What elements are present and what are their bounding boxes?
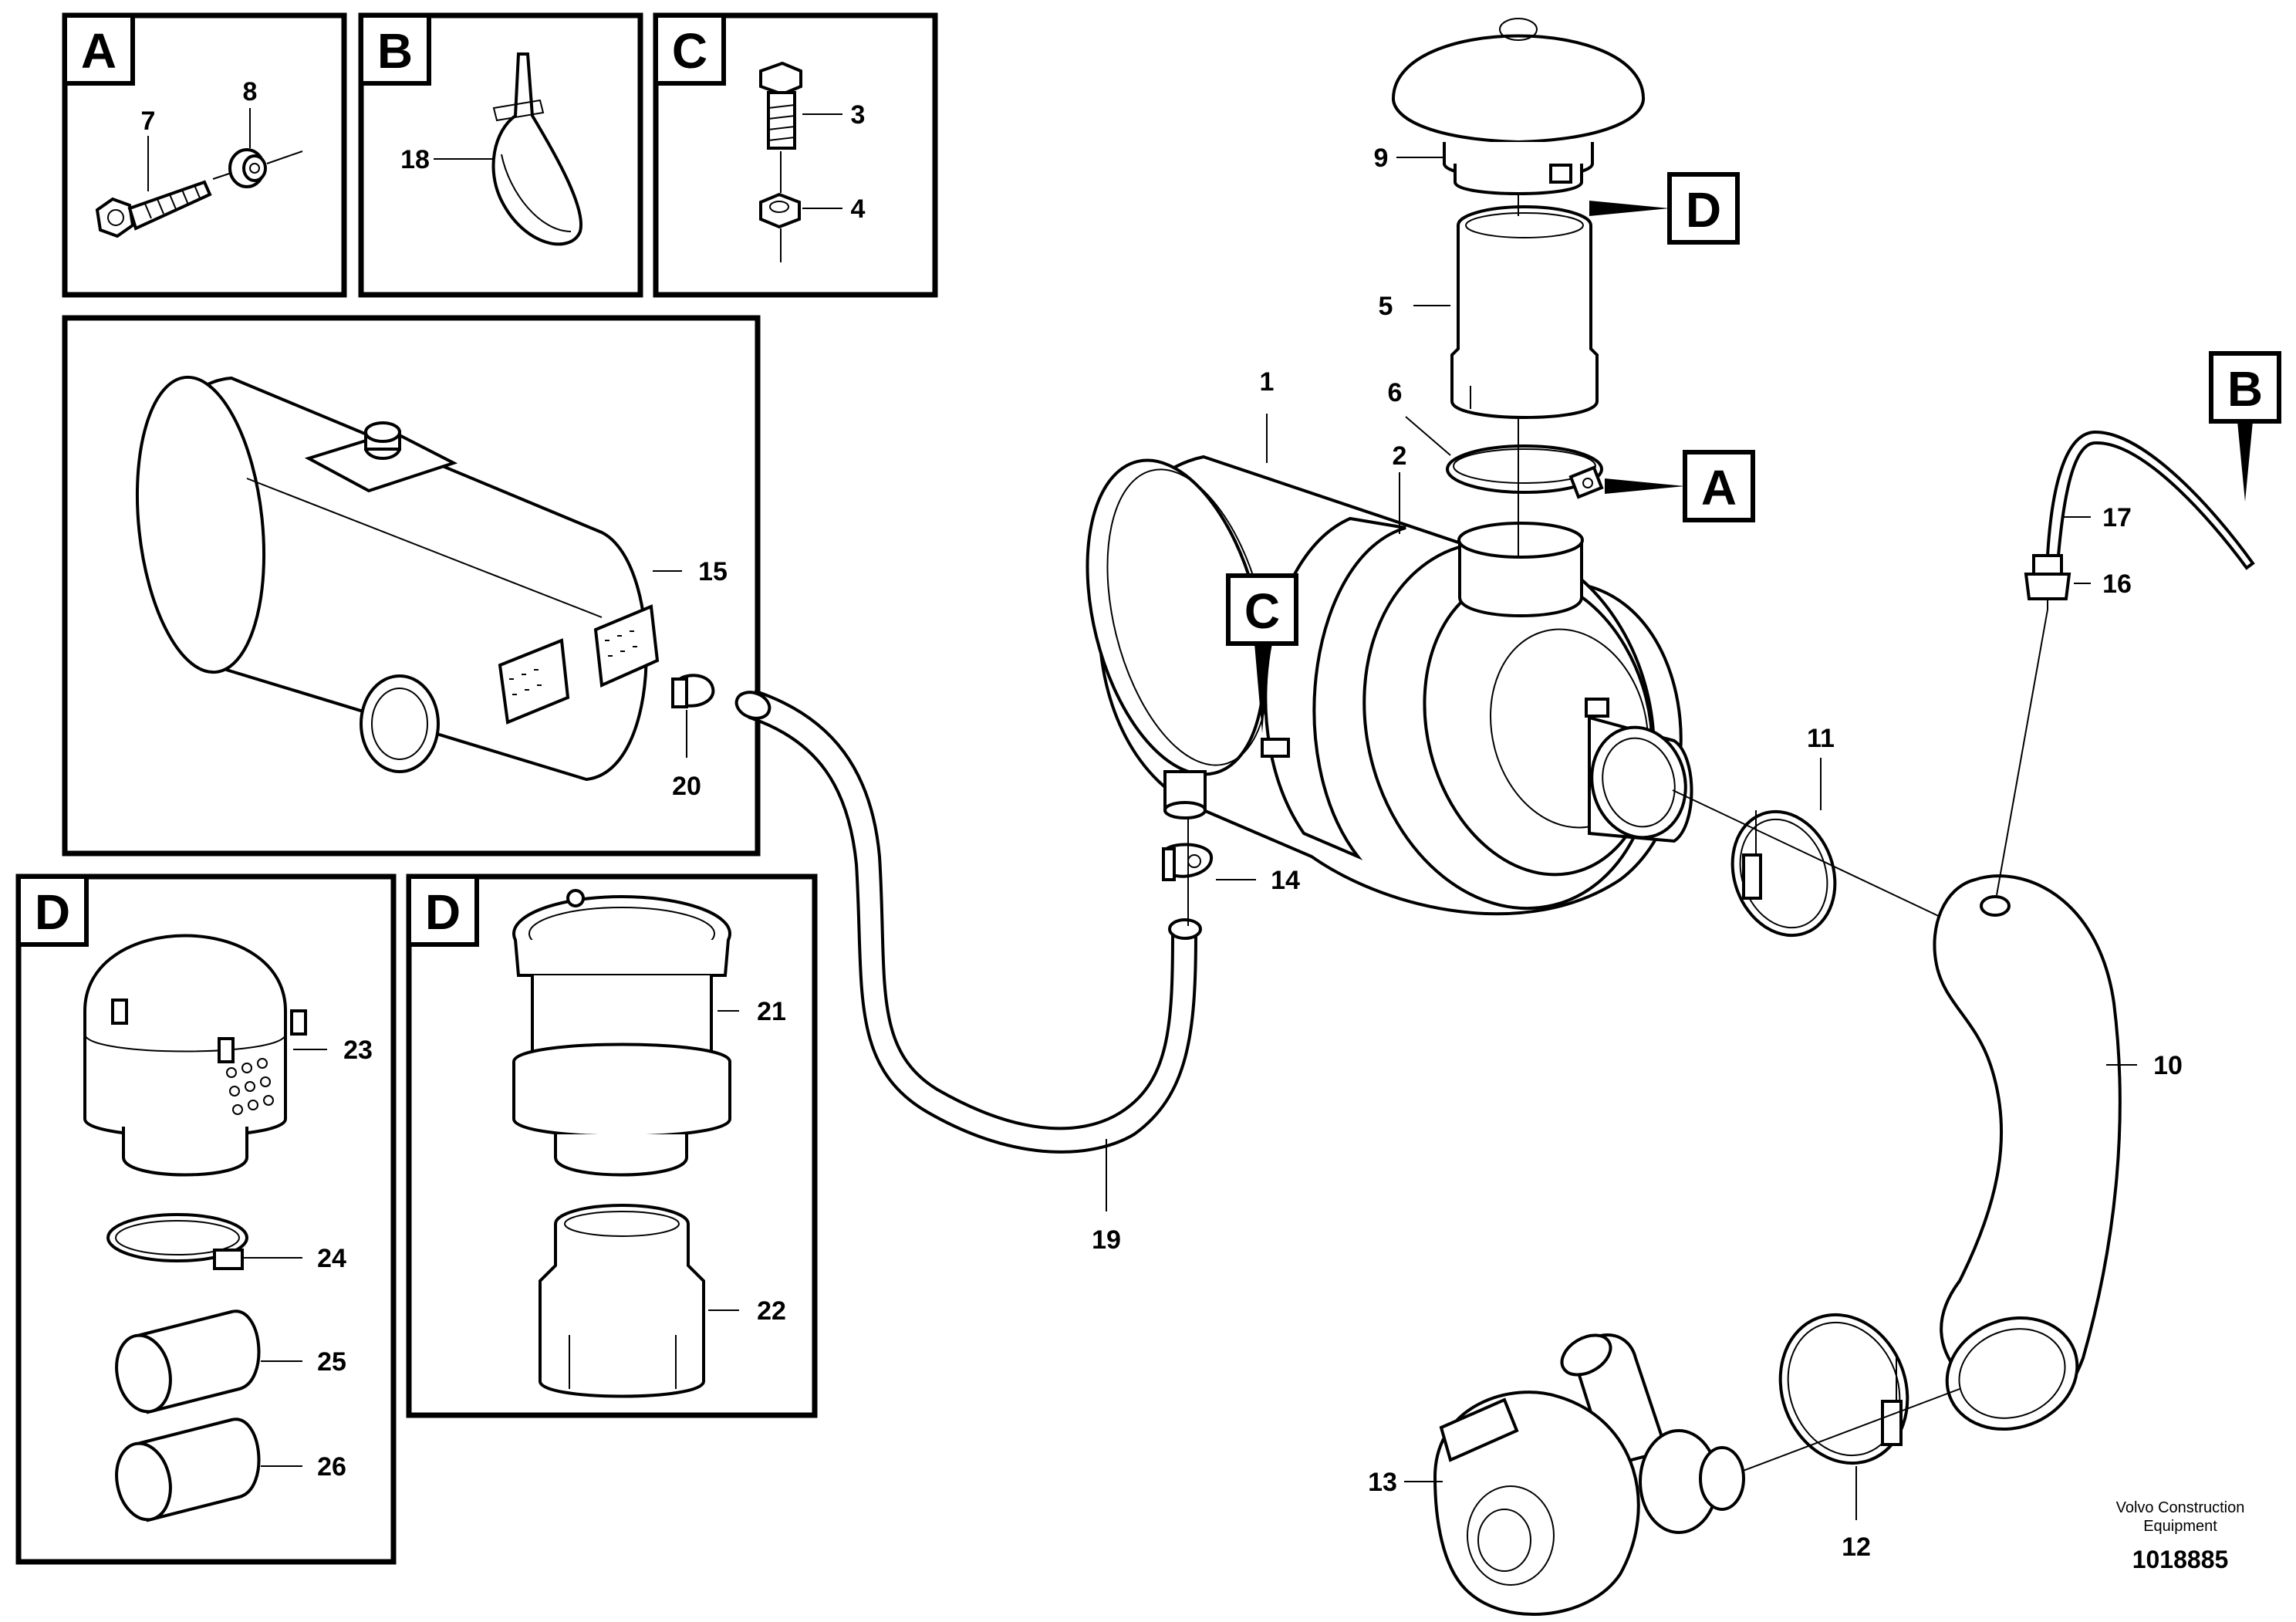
washer-part-8 bbox=[212, 148, 303, 188]
document-number: 1018885 bbox=[2132, 1546, 2229, 1573]
callout-13: 13 bbox=[1368, 1468, 1397, 1497]
callout-10: 10 bbox=[2153, 1051, 2183, 1080]
callout-24: 24 bbox=[317, 1244, 346, 1273]
reference-tag-d: D bbox=[1686, 182, 1721, 238]
bolt-part-7 bbox=[95, 180, 212, 238]
detail-tag-c: C bbox=[672, 23, 707, 79]
reference-tag-c-main: C bbox=[1226, 573, 1298, 733]
filter-part-25 bbox=[115, 1309, 261, 1414]
company-name-line1: Volvo Construction bbox=[2116, 1499, 2245, 1516]
clamp-part-6 bbox=[1446, 444, 1604, 499]
hose-clamp-part-11 bbox=[1730, 809, 1837, 938]
callout-4: 4 bbox=[851, 194, 866, 224]
detail-tag-a: A bbox=[81, 23, 116, 79]
callout-19: 19 bbox=[1092, 1225, 1121, 1255]
callout-18: 18 bbox=[400, 145, 430, 174]
callout-7: 7 bbox=[141, 106, 156, 136]
filter-element-part-5 bbox=[1450, 205, 1599, 419]
reference-tag-b-main: B bbox=[2209, 351, 2281, 502]
detail-box-d-middle: D 21 22 bbox=[406, 874, 818, 1418]
clamp-part-20 bbox=[670, 674, 715, 708]
callout-5: 5 bbox=[1379, 292, 1393, 321]
callout-11: 11 bbox=[1807, 724, 1835, 753]
adapter-part-22 bbox=[539, 1204, 705, 1398]
callout-21: 21 bbox=[757, 997, 786, 1026]
precleaner-part-21 bbox=[512, 889, 731, 1177]
callout-8: 8 bbox=[243, 77, 258, 106]
callout-9: 9 bbox=[1374, 144, 1389, 173]
hose-clamp-part-12 bbox=[1778, 1313, 1909, 1465]
detail-tag-d-middle: D bbox=[425, 884, 461, 940]
callout-2: 2 bbox=[1393, 441, 1407, 471]
filter-part-26 bbox=[115, 1418, 261, 1522]
callout-6: 6 bbox=[1388, 378, 1403, 407]
callout-17: 17 bbox=[2102, 503, 2132, 532]
detail-box-b: B 18 bbox=[358, 12, 643, 298]
mounting-bracket bbox=[498, 604, 660, 725]
callout-12: 12 bbox=[1842, 1532, 1871, 1562]
air-cleaner-housing-part-1 bbox=[1086, 454, 1693, 916]
reference-tag-b: B bbox=[2227, 361, 2263, 417]
detail-box-c: C 3 4 bbox=[653, 12, 938, 298]
callout-3: 3 bbox=[851, 100, 866, 130]
hose-part-19 bbox=[734, 689, 1202, 1154]
restriction-sensor-part-16 bbox=[2024, 554, 2071, 610]
cable-tie-part-18 bbox=[491, 52, 582, 246]
callout-16: 16 bbox=[2102, 569, 2132, 599]
hose-clamp-part-24 bbox=[106, 1213, 248, 1270]
intake-pipe-part-10 bbox=[1933, 874, 2122, 1431]
precleaner-tank-part-15 bbox=[135, 375, 660, 782]
detail-box-precleaner: 15 20 bbox=[62, 315, 761, 857]
callout-1: 1 bbox=[1260, 367, 1275, 397]
callout-25: 25 bbox=[317, 1347, 346, 1377]
detail-tag-d-left: D bbox=[35, 884, 70, 940]
footer-block: Volvo Construction Equipment 1018885 bbox=[2116, 1499, 2245, 1573]
rain-cap-part-9 bbox=[1391, 18, 1646, 195]
reference-tag-a: A bbox=[1701, 460, 1737, 515]
callout-26: 26 bbox=[317, 1452, 346, 1482]
detail-box-a: A 7 8 bbox=[62, 12, 347, 298]
callout-20: 20 bbox=[672, 772, 701, 801]
company-name-line2: Equipment bbox=[2143, 1518, 2217, 1535]
bolt-part-3 bbox=[759, 61, 802, 150]
callout-14: 14 bbox=[1271, 866, 1300, 895]
callout-23: 23 bbox=[343, 1036, 373, 1065]
callout-22: 22 bbox=[757, 1296, 786, 1326]
detail-box-d-left: D 23 24 25 26 bbox=[15, 874, 397, 1565]
cable-part-17 bbox=[2045, 430, 2255, 570]
reference-tag-a-main: A bbox=[1605, 450, 1755, 522]
reference-tag-c: C bbox=[1244, 583, 1280, 639]
nut-part-4 bbox=[759, 192, 801, 229]
detail-tag-b: B bbox=[377, 23, 413, 79]
turbocharger-part-13 bbox=[1433, 1333, 1745, 1617]
rain-cap-part-23 bbox=[83, 934, 307, 1177]
reference-tag-d-top: D bbox=[1589, 172, 1740, 245]
callout-15: 15 bbox=[698, 557, 728, 586]
